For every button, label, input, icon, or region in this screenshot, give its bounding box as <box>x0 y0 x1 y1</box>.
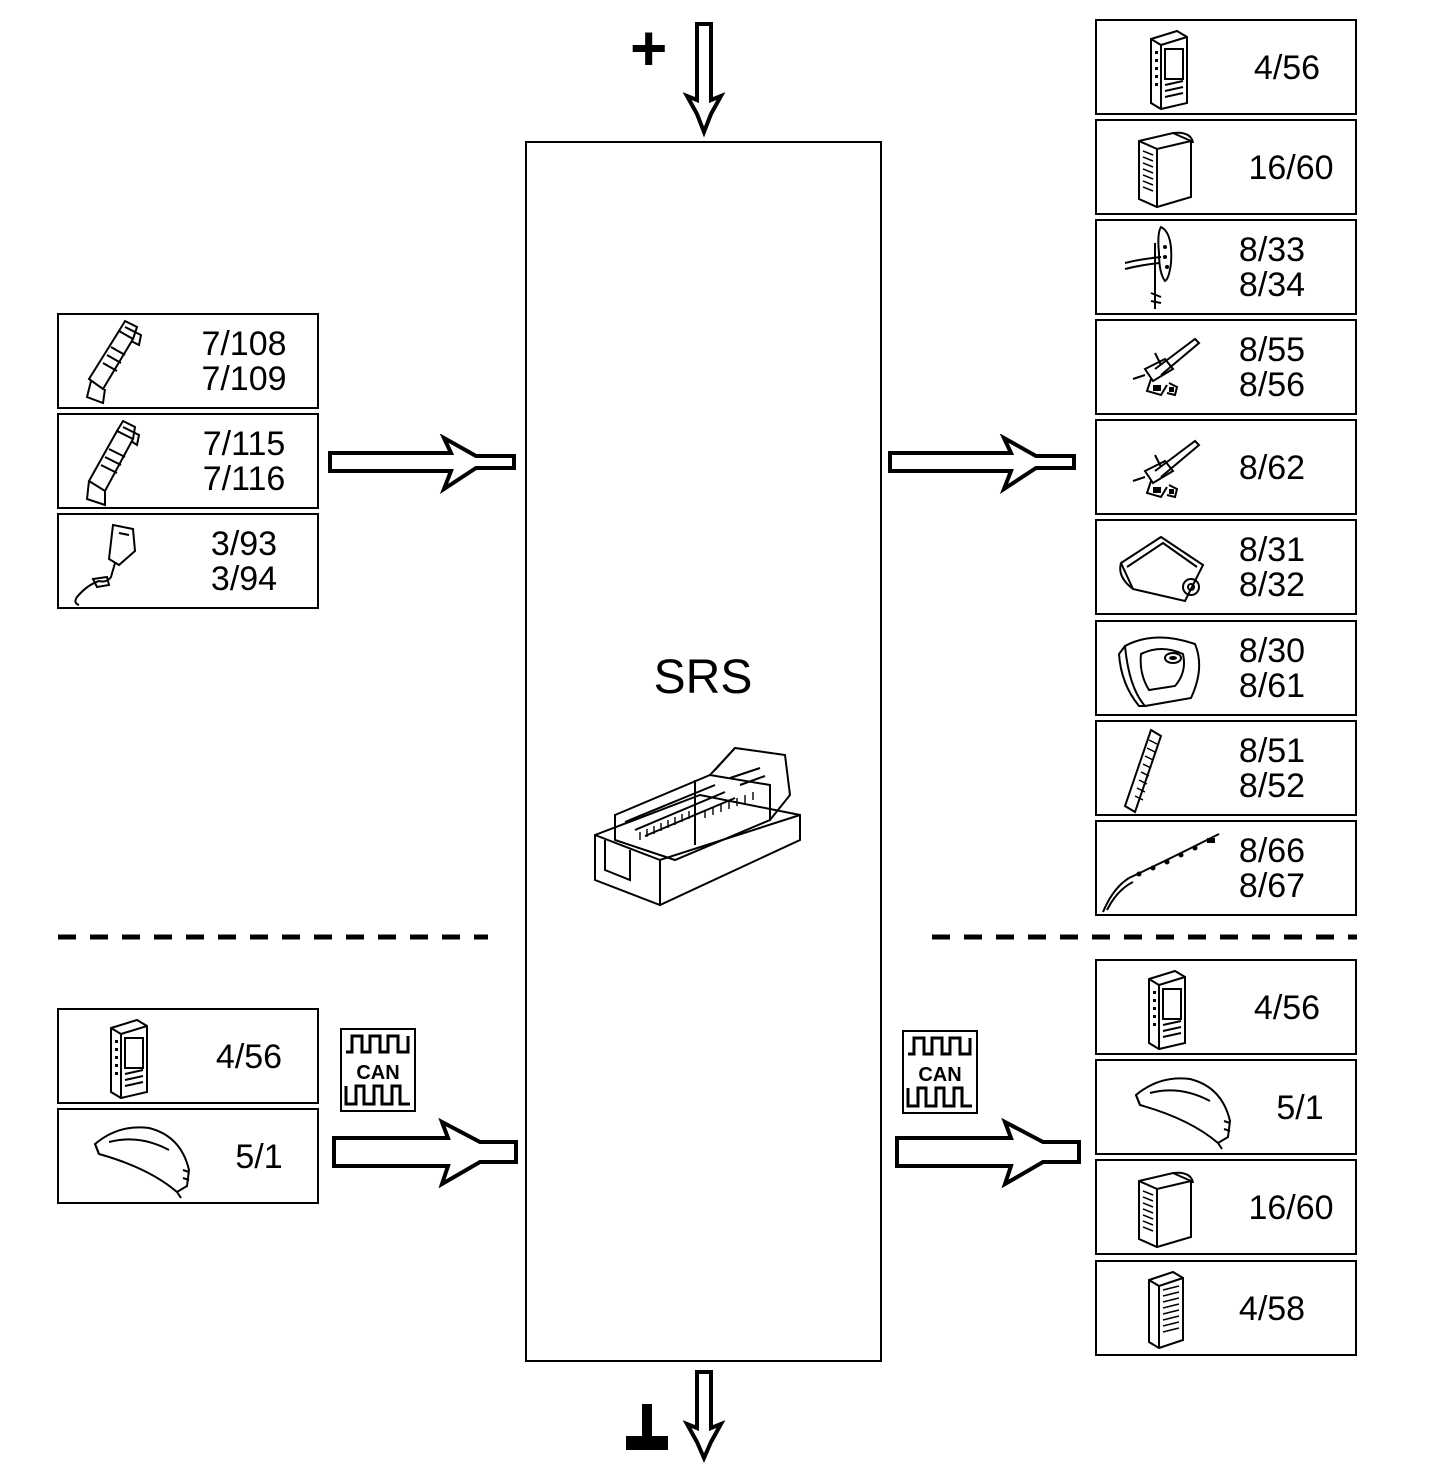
output-box: 16/60 <box>1095 119 1357 215</box>
output-label: 8/55 <box>1238 331 1306 369</box>
output-label: 8/62 <box>1238 448 1306 487</box>
can-output-label: 4/58 <box>1238 1289 1306 1328</box>
srs-to-can-outputs-arrow <box>895 1118 1081 1188</box>
control-module-icon <box>1148 1270 1184 1350</box>
output-box: 8/31 8/32 <box>1095 519 1357 615</box>
control-module-icon <box>110 1018 148 1100</box>
can-output-box: 4/56 <box>1095 959 1357 1055</box>
can-inputs-to-srs-arrow <box>332 1118 518 1188</box>
can-output-box: 16/60 <box>1095 1159 1357 1255</box>
can-bus-left-icon: CAN <box>340 1028 416 1112</box>
output-box: 8/55 8/56 <box>1095 319 1357 415</box>
output-label: 8/66 <box>1238 832 1306 870</box>
srs-module-icon <box>594 746 801 907</box>
ground-arrow-icon <box>683 1370 725 1463</box>
input-label: 7/116 <box>202 460 286 498</box>
output-box: 4/56 <box>1095 19 1357 115</box>
input-label: 7/115 <box>202 425 286 463</box>
output-label: 8/30 <box>1238 632 1306 670</box>
control-module-icon <box>1150 29 1188 111</box>
can-input-box: 4/56 <box>57 1008 319 1104</box>
can-output-box: 4/58 <box>1095 1260 1357 1356</box>
can-left-label: CAN <box>356 1062 399 1084</box>
output-box: 8/62 <box>1095 419 1357 515</box>
steering-wheel-airbag-icon <box>1117 636 1201 708</box>
wiring-harness-icon <box>1102 833 1220 913</box>
input-box: 7/115 7/116 <box>57 413 319 509</box>
can-output-label: 4/56 <box>1253 988 1321 1027</box>
passenger-airbag-icon <box>1119 535 1205 603</box>
power-arrow-icon <box>683 22 725 138</box>
can-right-label: CAN <box>918 1064 961 1086</box>
instrument-cluster-icon <box>1134 1077 1232 1150</box>
input-box: 3/93 3/94 <box>57 513 319 609</box>
output-label: 8/56 <box>1238 366 1306 404</box>
output-label: 8/61 <box>1238 667 1306 705</box>
squib-connector-icon <box>1132 337 1201 397</box>
srs-to-outputs-arrow <box>888 434 1076 494</box>
output-box: 8/30 8/61 <box>1095 620 1357 716</box>
can-output-box: 5/1 <box>1095 1059 1357 1155</box>
seat-belt-pretensioner-icon <box>85 319 143 405</box>
control-module-icon <box>1138 1171 1194 1249</box>
output-box: 8/66 8/67 <box>1095 820 1357 916</box>
output-label: 8/52 <box>1238 767 1306 805</box>
can-output-label: 5/1 <box>1276 1088 1324 1127</box>
output-label: 8/51 <box>1238 732 1306 770</box>
can-input-label: 4/56 <box>215 1037 283 1076</box>
output-label: 8/31 <box>1238 531 1306 569</box>
input-label: 7/109 <box>201 360 287 398</box>
srs-module-box <box>525 141 882 1362</box>
left-separator-line <box>58 934 488 940</box>
control-module-icon <box>1148 969 1186 1051</box>
output-label: 4/56 <box>1253 48 1321 87</box>
can-bus-right-icon: CAN <box>902 1030 978 1114</box>
power-plus-symbol: + <box>630 12 668 84</box>
srs-label: SRS <box>653 651 753 704</box>
squib-connector-icon <box>1132 439 1201 499</box>
control-module-icon <box>1138 131 1194 209</box>
ground-symbol-icon <box>626 1404 668 1450</box>
input-label: 3/93 <box>210 525 278 563</box>
output-label: 8/67 <box>1238 867 1306 905</box>
output-box: 8/33 8/34 <box>1095 219 1357 315</box>
input-label: 3/94 <box>210 560 278 598</box>
output-label: 8/34 <box>1238 266 1306 304</box>
output-box: 8/51 8/52 <box>1095 720 1357 816</box>
output-label: 8/32 <box>1238 566 1306 604</box>
seat-belt-buckle-icon <box>74 523 137 606</box>
can-input-label: 5/1 <box>235 1137 283 1176</box>
curtain-airbag-icon <box>1123 728 1163 814</box>
can-output-label: 16/60 <box>1248 1188 1334 1227</box>
instrument-cluster-icon <box>93 1126 191 1199</box>
can-input-box: 5/1 <box>57 1108 319 1204</box>
seat-belt-pretensioner-icon <box>85 419 141 507</box>
output-label: 8/33 <box>1238 231 1306 269</box>
output-label: 16/60 <box>1248 148 1334 187</box>
crash-sensor-icon <box>1124 225 1173 309</box>
right-separator-line <box>932 934 1357 940</box>
inputs-to-srs-arrow <box>328 434 516 494</box>
input-label: 7/108 <box>201 325 287 363</box>
input-box: 7/108 7/109 <box>57 313 319 409</box>
